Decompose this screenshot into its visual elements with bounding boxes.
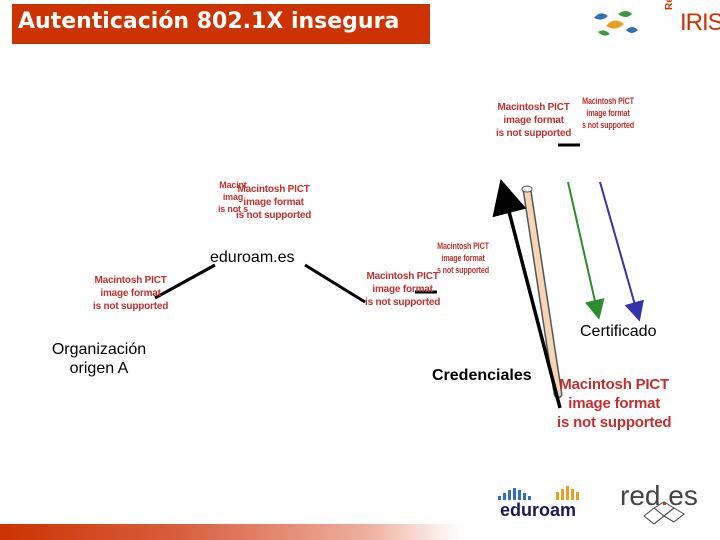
certificate-arrow-blue bbox=[599, 181, 644, 322]
federation-label: eduroam.es bbox=[210, 249, 295, 266]
server-image-placeholder: Macintosh PICT image format is not suppo… bbox=[496, 102, 572, 139]
tunnel-fill bbox=[524, 187, 561, 397]
client-image-placeholder: Macintosh PICT image format is not suppo… bbox=[557, 376, 672, 431]
footer-stripe bbox=[0, 524, 460, 540]
redes-globe-icon bbox=[643, 501, 685, 525]
tunnel-end bbox=[521, 185, 533, 193]
certificate-label: Certificado bbox=[580, 323, 657, 340]
origin-label: Organización origen A bbox=[51, 341, 147, 377]
redes-logo-text: red.es bbox=[620, 480, 698, 511]
server-a-image-placeholder: Macintosh PICT image format is not suppo… bbox=[365, 271, 441, 308]
link-federation-server bbox=[304, 263, 366, 304]
link-origin-federation bbox=[154, 263, 216, 300]
federation-image-placeholder: Macintosh PICT image format is not suppo… bbox=[236, 184, 312, 221]
rediris-iris-text: IRIS bbox=[680, 9, 720, 36]
eduroam-waves-icon bbox=[498, 486, 579, 500]
rediris-logo-icon bbox=[594, 11, 638, 36]
credentials-label: Credenciales bbox=[432, 367, 532, 384]
title-box bbox=[12, 4, 430, 44]
origin-image-placeholder: Macintosh PICT image format is not suppo… bbox=[93, 275, 169, 312]
eduroam-logo-text: eduroam bbox=[500, 500, 577, 520]
certificate-arrow-green bbox=[567, 181, 605, 320]
credentials-arrow bbox=[492, 179, 562, 409]
node-image-placeholder-top: Macintosh PICT image format s not suppor… bbox=[582, 96, 634, 130]
title-bar: Autenticación 802.1X insegura Red IRIS bbox=[0, 0, 720, 47]
federation-image-placeholder-back: Macint imag is not s bbox=[218, 180, 248, 214]
node-image-placeholder-mid: Macintosh PICT image format s not suppor… bbox=[437, 241, 489, 275]
slide-title: Autenticación 802.1X insegura bbox=[18, 9, 400, 34]
